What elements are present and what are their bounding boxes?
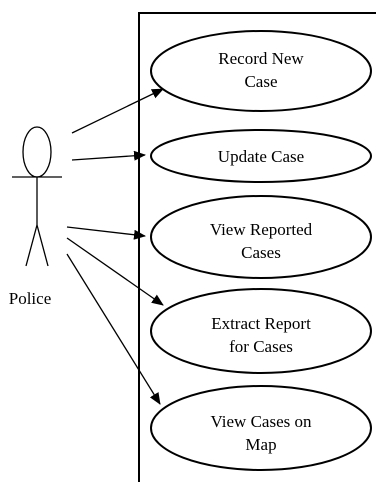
use-case-ellipse (150, 30, 372, 112)
use-case-ellipse (150, 195, 372, 279)
use-case-label: View Reported (210, 220, 313, 239)
associations (66, 88, 164, 405)
association-update-case (71, 150, 146, 161)
use-case-label: for Cases (229, 337, 293, 356)
use-case-view-reported-cases: View Reported Cases (150, 195, 372, 279)
use-case-label: Record New (218, 49, 304, 68)
association-record-new-case (71, 88, 164, 134)
use-case-label: Extract Report (211, 314, 311, 333)
use-case-ellipse (150, 288, 372, 374)
actor-head (22, 126, 52, 178)
actor-figure (12, 126, 62, 267)
use-case-label: View Cases on (211, 412, 312, 431)
use-case-label: Update Case (218, 147, 304, 166)
system-boundary (138, 12, 376, 482)
use-case-ellipse (150, 129, 372, 183)
use-case-view-cases-on-map: View Cases on Map (150, 385, 372, 471)
actor-left-leg (25, 224, 38, 267)
use-case-label: Map (245, 435, 276, 454)
use-case-ellipse (150, 385, 372, 471)
association-view-cases-on-map (66, 253, 161, 405)
use-case-extract-report-for-cases: Extract Report for Cases (150, 288, 372, 374)
actor-right-leg (36, 224, 49, 267)
use-case-label: Case (244, 72, 277, 91)
use-case-label: Cases (241, 243, 281, 262)
association-extract-report-for-cases (66, 237, 164, 306)
use-case-update-case: Update Case (150, 129, 372, 183)
actor-label: Police (9, 289, 52, 308)
association-view-reported-cases (66, 226, 146, 240)
use-case-record-new-case: Record New Case (150, 30, 372, 112)
